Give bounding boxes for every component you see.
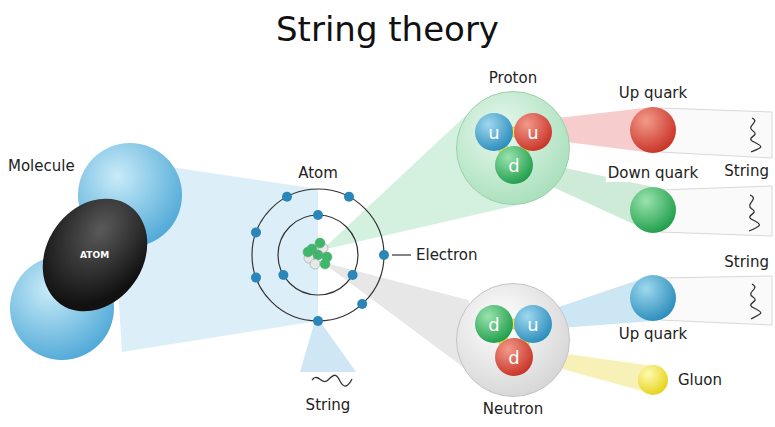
nucleon <box>315 238 325 248</box>
node-label: Molecule <box>6 157 77 175</box>
node-label: Atom <box>296 164 340 182</box>
node-label: Up quark <box>617 84 689 102</box>
string-cone <box>660 186 772 236</box>
orbit <box>278 215 358 295</box>
string-label: String <box>304 396 353 414</box>
node-label: Proton <box>487 69 539 87</box>
electron-dot <box>313 316 323 326</box>
quark-circle: u <box>514 113 552 151</box>
quark-circle: u <box>514 305 552 343</box>
string-squiggle <box>312 375 352 386</box>
orbit <box>252 189 384 321</box>
nucleon <box>310 259 320 269</box>
quark-sphere: Down quark <box>630 187 676 233</box>
string-label: String <box>722 162 771 180</box>
electron-dot <box>278 270 288 280</box>
electron-label: Electron <box>414 246 480 264</box>
node-text: d <box>508 347 519 368</box>
proton-circle: Protonuud <box>456 91 570 205</box>
neutron-circle: Neutrondud <box>456 283 570 397</box>
quark-circle: d <box>495 338 533 376</box>
electron-dot <box>313 210 323 220</box>
diagram-title: String theory <box>0 8 775 50</box>
string-squiggle <box>751 118 761 152</box>
electron-leader <box>392 254 411 255</box>
quark-circle: u <box>475 113 513 151</box>
molecule: MoleculeATOM <box>4 155 190 377</box>
node-label: Gluon <box>676 371 724 389</box>
node-text: u <box>527 314 538 335</box>
electron-dot <box>251 273 261 283</box>
node-label: Up quark <box>617 325 689 343</box>
electron-dot <box>282 192 292 202</box>
atom-shape <box>250 187 386 323</box>
nucleon <box>313 250 323 260</box>
string-cone <box>660 108 772 158</box>
quark-circle: d <box>475 305 513 343</box>
quark-sphere: Up quark <box>630 275 676 321</box>
node-label: Neutron <box>481 400 545 418</box>
electron-dot <box>357 299 367 309</box>
string-label: String <box>722 253 771 271</box>
node-text: d <box>488 314 499 335</box>
gluon-sphere: Gluon <box>638 365 668 395</box>
atom-diagram: Atom <box>250 187 386 323</box>
electron-string-cone <box>300 324 356 372</box>
string-squiggle <box>751 284 761 319</box>
quark-sphere: Up quark <box>630 107 676 153</box>
nucleon <box>303 247 313 257</box>
electron-dot <box>344 192 354 202</box>
electron-dot <box>379 250 389 260</box>
string-cone <box>660 276 772 325</box>
nucleon <box>320 259 330 269</box>
electron-dot <box>251 227 261 237</box>
node-text: u <box>488 122 499 143</box>
node-text: ATOM <box>80 250 109 260</box>
node-label: Down quark <box>606 164 700 182</box>
zoom-cones <box>110 104 772 396</box>
quark-circle: d <box>495 146 533 184</box>
node-text: d <box>508 155 519 176</box>
string-squiggle <box>749 195 759 231</box>
electron-dot <box>348 270 358 280</box>
node-text: u <box>527 122 538 143</box>
